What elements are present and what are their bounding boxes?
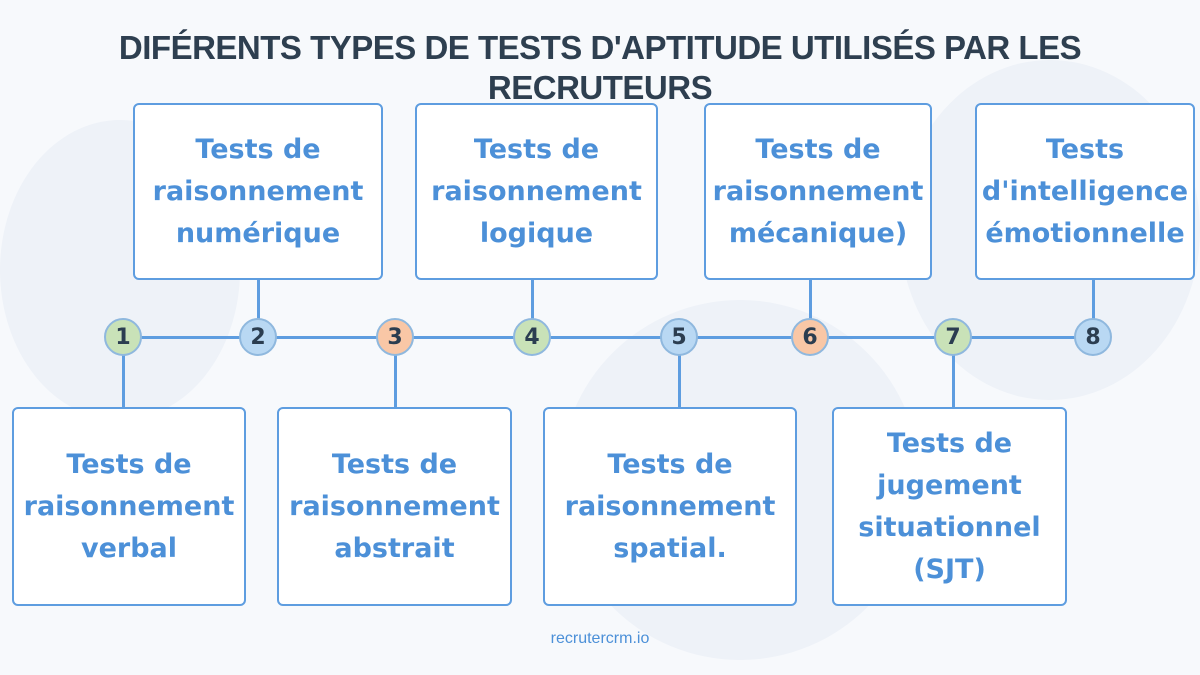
page-title: DIFÉRENTS TYPES DE TESTS D'APTITUDE UTIL… bbox=[118, 29, 1082, 106]
step-box: Tests de raisonnement verbal bbox=[12, 407, 246, 606]
step-label: Tests de raisonnement abstrait bbox=[289, 448, 500, 564]
step-label: Tests d'intelligence émotionnelle bbox=[981, 133, 1189, 249]
step-box: Tests de raisonnement mécanique) bbox=[704, 103, 932, 280]
footer-brand: recrutercrm.io bbox=[550, 630, 650, 647]
step-label: Tests de jugement situationnel (SJT) bbox=[858, 427, 1041, 585]
step-box: Tests de raisonnement numérique bbox=[133, 103, 383, 280]
step-box: Tests de raisonnement logique bbox=[415, 103, 658, 280]
connector bbox=[257, 280, 260, 337]
step-number-badge: 8 bbox=[1074, 318, 1112, 356]
step-number-badge: 7 bbox=[934, 318, 972, 356]
connector bbox=[394, 337, 397, 407]
connector bbox=[952, 337, 955, 407]
connector bbox=[1092, 280, 1095, 337]
connector bbox=[809, 280, 812, 337]
timeline-line bbox=[123, 336, 1093, 339]
step-box: Tests d'intelligence émotionnelle bbox=[975, 103, 1195, 280]
connector bbox=[531, 280, 534, 337]
step-label: Tests de raisonnement spatial. bbox=[564, 448, 776, 564]
step-box: Tests de raisonnement abstrait bbox=[277, 407, 512, 606]
step-number-badge: 2 bbox=[239, 318, 277, 356]
step-number-badge: 3 bbox=[376, 318, 414, 356]
step-label: Tests de raisonnement mécanique) bbox=[712, 133, 924, 249]
step-number-badge: 4 bbox=[513, 318, 551, 356]
step-box: Tests de raisonnement spatial. bbox=[543, 407, 797, 606]
step-number-badge: 6 bbox=[791, 318, 829, 356]
step-label: Tests de raisonnement verbal bbox=[23, 448, 235, 564]
step-box: Tests de jugement situationnel (SJT) bbox=[832, 407, 1067, 606]
step-number-badge: 1 bbox=[104, 318, 142, 356]
connector bbox=[122, 337, 125, 407]
step-label: Tests de raisonnement logique bbox=[431, 133, 642, 249]
step-number-badge: 5 bbox=[660, 318, 698, 356]
connector bbox=[678, 337, 681, 407]
step-label: Tests de raisonnement numérique bbox=[152, 133, 364, 249]
